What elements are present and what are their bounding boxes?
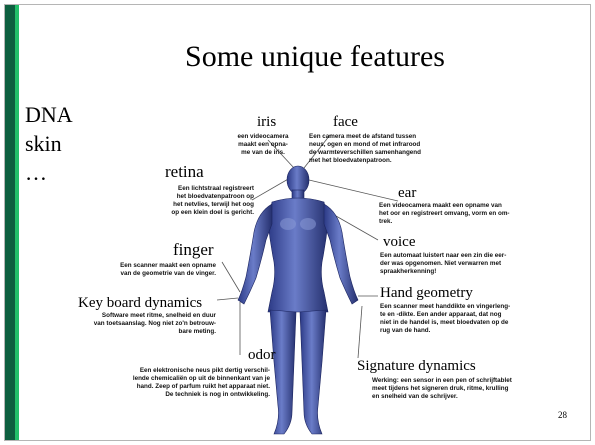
- signature-desc-text: Werking: een sensor in een pen of schrij…: [372, 377, 512, 400]
- retina-desc-text: Een lichtstraal registreert het bloedvat…: [171, 185, 254, 216]
- face-label: face: [333, 114, 358, 131]
- ear-description: Een videocamera maakt een opname van het…: [379, 202, 539, 226]
- keyboard-dynamics-label: Key board dynamics: [78, 295, 202, 312]
- odor-desc-text: Een elektronische neus pikt dertig versc…: [133, 367, 270, 398]
- face-description: Een camera meet de afstand tussen neus, …: [309, 133, 454, 165]
- finger-desc-text: Een scanner maakt een opname van de geom…: [120, 262, 216, 277]
- voice-label: voice: [383, 234, 415, 251]
- hand-geometry-label: Hand geometry: [380, 285, 473, 302]
- hand-geometry-description: Een scanner meet handdikte en vingerleng…: [380, 303, 545, 335]
- keyboard-dynamics-description: Software meet ritme, snelheid en duur va…: [76, 312, 216, 336]
- iris-desc-text: een videocamera maakt een opna- me van d…: [237, 133, 288, 156]
- odor-label: odor: [248, 347, 276, 364]
- ear-desc-text: Een videocamera maakt een opname van het…: [379, 202, 510, 225]
- face-desc-text: Een camera meet de afstand tussen neus, …: [309, 133, 421, 164]
- voice-description: Een automaat luistert naar een zin die e…: [380, 252, 540, 276]
- retina-label: retina: [165, 162, 204, 182]
- hand-desc-text: Een scanner meet handdikte en vingerleng…: [380, 303, 510, 334]
- iris-label: iris: [257, 114, 276, 131]
- signature-dynamics-description: Werking: een sensor in een pen of schrij…: [372, 377, 542, 401]
- odor-description: Een elektronische neus pikt dertig versc…: [120, 367, 270, 399]
- retina-description: Een lichtstraal registreert het bloedvat…: [150, 185, 254, 217]
- page-number: 28: [558, 410, 567, 420]
- iris-description: een videocamera maakt een opna- me van d…: [222, 133, 304, 157]
- keyboard-desc-text: Software meet ritme, snelheid en duur va…: [94, 312, 216, 335]
- ear-label: ear: [398, 185, 416, 202]
- finger-label: finger: [173, 240, 214, 260]
- voice-desc-text: Een automaat luistert naar een zin die e…: [380, 252, 506, 275]
- finger-description: Een scanner maakt een opname van de geom…: [96, 262, 216, 278]
- signature-dynamics-label: Signature dynamics: [357, 358, 476, 375]
